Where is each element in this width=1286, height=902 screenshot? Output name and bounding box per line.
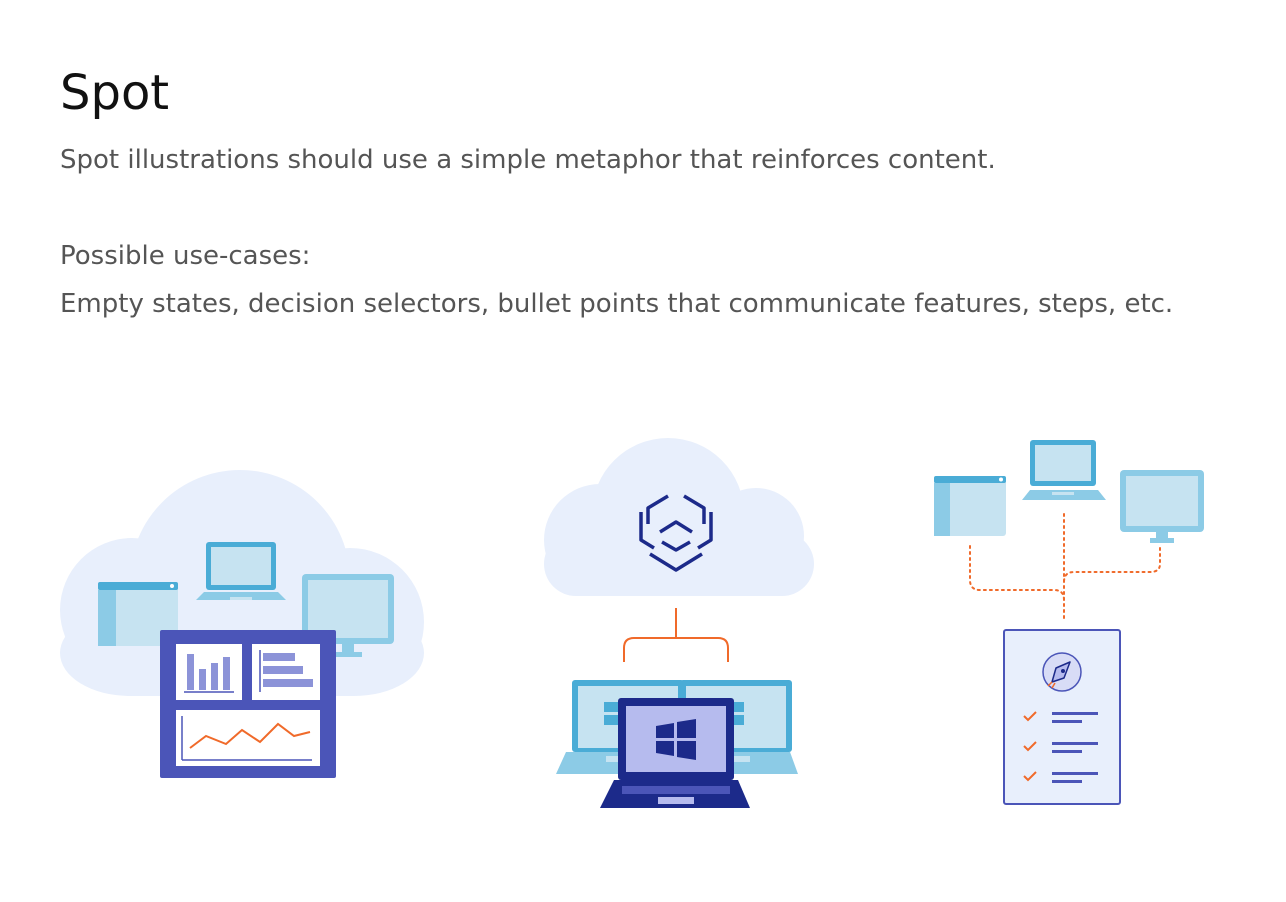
description-text: Spot illustrations should use a simple m…: [60, 145, 996, 175]
laptop-icon: [1022, 440, 1106, 500]
checklist-item: [1023, 771, 1098, 783]
monitor-icon: [302, 574, 394, 657]
checklist-item: [1023, 711, 1098, 723]
cloud-shape: [544, 438, 814, 596]
laptop-icon: [196, 542, 286, 600]
connector-lines: [623, 608, 729, 662]
browser-window-icon: [98, 582, 178, 646]
checklist-item: [1023, 741, 1098, 753]
rocket-icon: [1042, 652, 1082, 692]
connector-lines: [969, 513, 1161, 623]
monitor-icon: [1120, 470, 1204, 543]
cloud-windows-network-icon: [544, 438, 814, 808]
windows-logo-fragment: [604, 702, 744, 725]
network-hub-icon: [639, 494, 713, 572]
browser-window-icon: [934, 476, 1006, 536]
devices-checklist-icon: [934, 440, 1204, 805]
bar-chart-icon: [187, 654, 230, 690]
windows-logo-icon: [656, 719, 696, 760]
page-title: Spot: [60, 65, 170, 121]
cloud-dashboard-icon: [60, 470, 424, 778]
dashboard-board: [160, 630, 336, 778]
use-cases-text: Empty states, decision selectors, bullet…: [60, 289, 1174, 319]
checklist-document: [1003, 629, 1121, 805]
horizontal-bar-icon: [259, 650, 313, 692]
line-chart-icon: [181, 716, 312, 761]
spacer: [60, 184, 1240, 232]
use-cases-heading: Possible use-cases:: [60, 241, 311, 271]
laptop-front-icon: [600, 698, 750, 808]
description-block: Spot illustrations should use a simple m…: [60, 136, 1240, 328]
